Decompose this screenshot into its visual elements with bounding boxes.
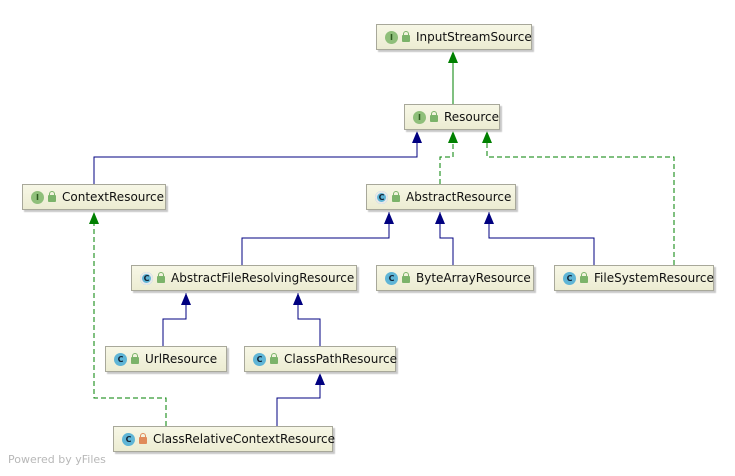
- node-label: AbstractResource: [406, 190, 512, 204]
- node-label: ByteArrayResource: [416, 271, 531, 285]
- node-input-stream-source[interactable]: I InputStreamSource: [376, 24, 532, 50]
- public-lock-icon: [430, 111, 438, 122]
- public-lock-icon: [402, 31, 410, 42]
- public-lock-icon: [580, 272, 588, 283]
- public-lock-icon: [131, 353, 139, 364]
- class-icon: C: [563, 271, 576, 285]
- node-label: ClassRelativeContextResource: [153, 432, 336, 446]
- node-class-path-resource[interactable]: C ClassPathResource: [244, 346, 397, 372]
- edge-contextresource-resource: [93, 131, 418, 184]
- edge-filesystem-abstractresource: [488, 212, 595, 265]
- edge-crcr-classpath: [276, 373, 321, 426]
- node-label: ClassPathResource: [284, 352, 397, 366]
- node-url-resource[interactable]: C UrlResource: [105, 346, 227, 372]
- node-context-resource[interactable]: I ContextResource: [22, 184, 166, 210]
- private-lock-icon: [139, 433, 147, 444]
- class-icon: C: [385, 271, 398, 285]
- interface-icon: I: [385, 30, 398, 44]
- class-icon: C: [253, 352, 266, 366]
- node-label: FileSystemResource: [594, 271, 714, 285]
- node-label: InputStreamSource: [416, 30, 532, 44]
- inner-class-icon: C: [122, 432, 135, 446]
- edge-bytearray-abstractresource: [439, 212, 454, 265]
- public-lock-icon: [157, 272, 165, 283]
- public-lock-icon: [402, 272, 410, 283]
- node-label: UrlResource: [145, 352, 218, 366]
- edge-afrr-abstractresource: [241, 212, 390, 265]
- edge-filesystemresource-resource: [486, 131, 675, 265]
- node-file-system-resource[interactable]: C FileSystemResource: [554, 265, 714, 291]
- node-resource[interactable]: I Resource: [404, 104, 500, 130]
- public-lock-icon: [270, 353, 278, 364]
- edge-crcr-contextresource: [93, 212, 167, 426]
- node-abstract-resource[interactable]: C AbstractResource: [366, 184, 516, 210]
- class-icon: C: [114, 352, 127, 366]
- public-lock-icon: [392, 191, 400, 202]
- node-label: AbstractFileResolvingResource: [171, 271, 355, 285]
- node-byte-array-resource[interactable]: C ByteArrayResource: [376, 265, 534, 291]
- edge-url-afrr: [162, 293, 187, 346]
- node-label: ContextResource: [62, 190, 165, 204]
- abstract-class-icon: C: [140, 271, 153, 285]
- interface-icon: I: [31, 190, 44, 204]
- public-lock-icon: [48, 191, 56, 202]
- node-abstract-file-resolving-resource[interactable]: C AbstractFileResolvingResource: [131, 265, 357, 291]
- interface-icon: I: [413, 110, 426, 124]
- node-class-relative-context-resource[interactable]: C ClassRelativeContextResource: [113, 426, 336, 452]
- abstract-class-icon: C: [375, 190, 388, 204]
- edge-classpath-afrr: [297, 293, 321, 346]
- node-label: Resource: [444, 110, 500, 124]
- powered-by-footer: Powered by yFiles: [8, 453, 106, 466]
- edge-abstractresource-resource: [439, 131, 454, 184]
